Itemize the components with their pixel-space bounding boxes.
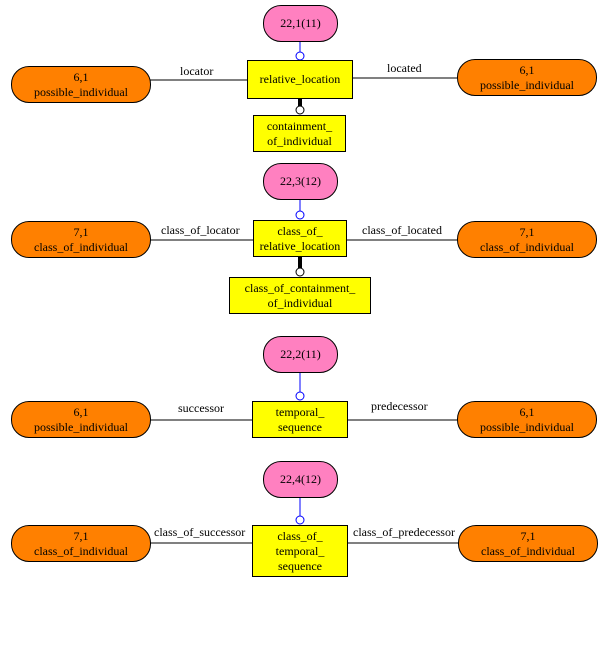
role-label-located: located xyxy=(387,61,422,75)
reference-node[interactable]: 22,4(12) xyxy=(263,461,338,498)
relationship-node-class-of-temporal-sequence[interactable]: class_of_ temporal_ sequence xyxy=(252,525,348,577)
relationship-label-line1: temporal_ xyxy=(275,404,325,419)
subtype-label-line1: class_of_containment_ xyxy=(244,280,356,295)
entity-id: 6,1 xyxy=(519,404,535,419)
entity-node-right[interactable]: 6,1 possible_individual xyxy=(457,59,597,96)
relationship-label-line2: sequence xyxy=(278,419,322,434)
reference-node[interactable]: 22,1(11) xyxy=(263,5,338,42)
entity-node-right[interactable]: 7,1 class_of_individual xyxy=(458,525,598,562)
containment-circle-icon xyxy=(295,267,305,277)
subtype-node-class-of-containment-of-individual[interactable]: class_of_containment_ of_individual xyxy=(229,277,371,314)
subtype-label-line2: of_individual xyxy=(267,133,332,148)
entity-node-left[interactable]: 7,1 class_of_individual xyxy=(11,221,151,258)
role-label-locator: locator xyxy=(180,64,214,78)
role-label-class-of-successor: class_of_successor xyxy=(154,525,246,539)
role-label-class-of-locator: class_of_locator xyxy=(161,223,240,237)
reference-node[interactable]: 22,2(11) xyxy=(263,336,338,373)
reference-label: 22,2(11) xyxy=(280,347,321,361)
entity-id: 6,1 xyxy=(519,62,535,77)
reference-label: 22,4(12) xyxy=(280,472,321,486)
relationship-label-line3: sequence xyxy=(278,558,322,573)
relationship-label-line1: class_of_ xyxy=(277,528,323,543)
reference-label: 22,1(11) xyxy=(280,16,321,30)
subtype-label-line2: of_individual xyxy=(267,295,333,310)
entity-node-left[interactable]: 7,1 class_of_individual xyxy=(11,525,151,562)
containment-circle-icon xyxy=(295,105,305,115)
role-label-predecessor: predecessor xyxy=(371,399,428,413)
entity-node-right[interactable]: 7,1 class_of_individual xyxy=(457,221,597,258)
entity-id: 7,1 xyxy=(519,224,535,239)
entity-id: 7,1 xyxy=(520,528,536,543)
entity-node-left[interactable]: 6,1 possible_individual xyxy=(11,401,151,438)
entity-node-left[interactable]: 6,1 possible_individual xyxy=(11,66,151,103)
subtype-circle-icon xyxy=(295,51,305,61)
entity-id: 6,1 xyxy=(73,69,89,84)
relationship-label-line1: class_of_ xyxy=(277,223,323,238)
relationship-node-temporal-sequence[interactable]: temporal_ sequence xyxy=(252,401,348,438)
relationship-label-line2: temporal_ xyxy=(275,543,325,558)
relationship-label: relative_location xyxy=(259,72,341,86)
role-label-class-of-predecessor: class_of_predecessor xyxy=(353,525,455,539)
entity-name: possible_individual xyxy=(34,84,128,99)
subtype-circle-icon xyxy=(295,515,305,525)
entity-name: class_of_individual xyxy=(34,239,128,254)
subtype-label-line1: containment_ xyxy=(266,118,333,133)
entity-name: possible_individual xyxy=(480,77,574,92)
subtype-node-containment-of-individual[interactable]: containment_ of_individual xyxy=(253,115,346,152)
relationship-node-relative-location[interactable]: relative_location xyxy=(247,60,353,99)
entity-name: class_of_individual xyxy=(481,543,575,558)
relationship-node-class-of-relative-location[interactable]: class_of_ relative_location xyxy=(253,220,347,257)
entity-name: class_of_individual xyxy=(480,239,574,254)
reference-node[interactable]: 22,3(12) xyxy=(263,163,338,200)
entity-name: possible_individual xyxy=(480,419,574,434)
role-label-successor: successor xyxy=(178,401,224,415)
entity-name: possible_individual xyxy=(34,419,128,434)
entity-id: 7,1 xyxy=(73,528,89,543)
relationship-label-line2: relative_location xyxy=(259,238,341,253)
role-label-class-of-located: class_of_located xyxy=(362,223,442,237)
entity-name: class_of_individual xyxy=(34,543,128,558)
subtype-circle-icon xyxy=(295,391,305,401)
entity-node-right[interactable]: 6,1 possible_individual xyxy=(457,401,597,438)
entity-id: 7,1 xyxy=(73,224,89,239)
subtype-circle-icon xyxy=(295,210,305,220)
reference-label: 22,3(12) xyxy=(280,174,321,188)
entity-id: 6,1 xyxy=(73,404,89,419)
